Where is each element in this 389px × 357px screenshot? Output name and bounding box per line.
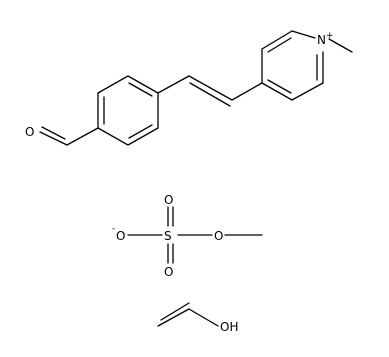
sulfonyl-oxygen-top-label: O bbox=[164, 193, 173, 207]
vinyl-alcohol: OH bbox=[157, 302, 238, 334]
aldehyde-oxygen-label: O bbox=[25, 125, 34, 139]
aldehyde-group: O bbox=[25, 125, 99, 146]
anion-charge-label: - bbox=[112, 224, 115, 234]
pyridinium-nitrogen-label: N bbox=[317, 33, 326, 47]
ester-oxygen-label: O bbox=[214, 229, 223, 243]
pyridinium-charge-label: + bbox=[326, 31, 334, 41]
vinylene-linker bbox=[157, 75, 263, 107]
pyridinium-ring: N + bbox=[261, 30, 353, 101]
benzene-ring bbox=[97, 75, 159, 146]
hydroxyl-label: OH bbox=[220, 320, 238, 334]
anion-oxygen-label: O bbox=[116, 229, 125, 243]
methyl-sulfate-anion: - O S O O O bbox=[112, 193, 263, 279]
sulfur-label: S bbox=[164, 229, 172, 243]
n-methyl-bond bbox=[328, 38, 353, 53]
sulfonyl-oxygen-bottom-label: O bbox=[164, 265, 173, 279]
stilbazolium-cation: O N + bbox=[25, 30, 353, 146]
